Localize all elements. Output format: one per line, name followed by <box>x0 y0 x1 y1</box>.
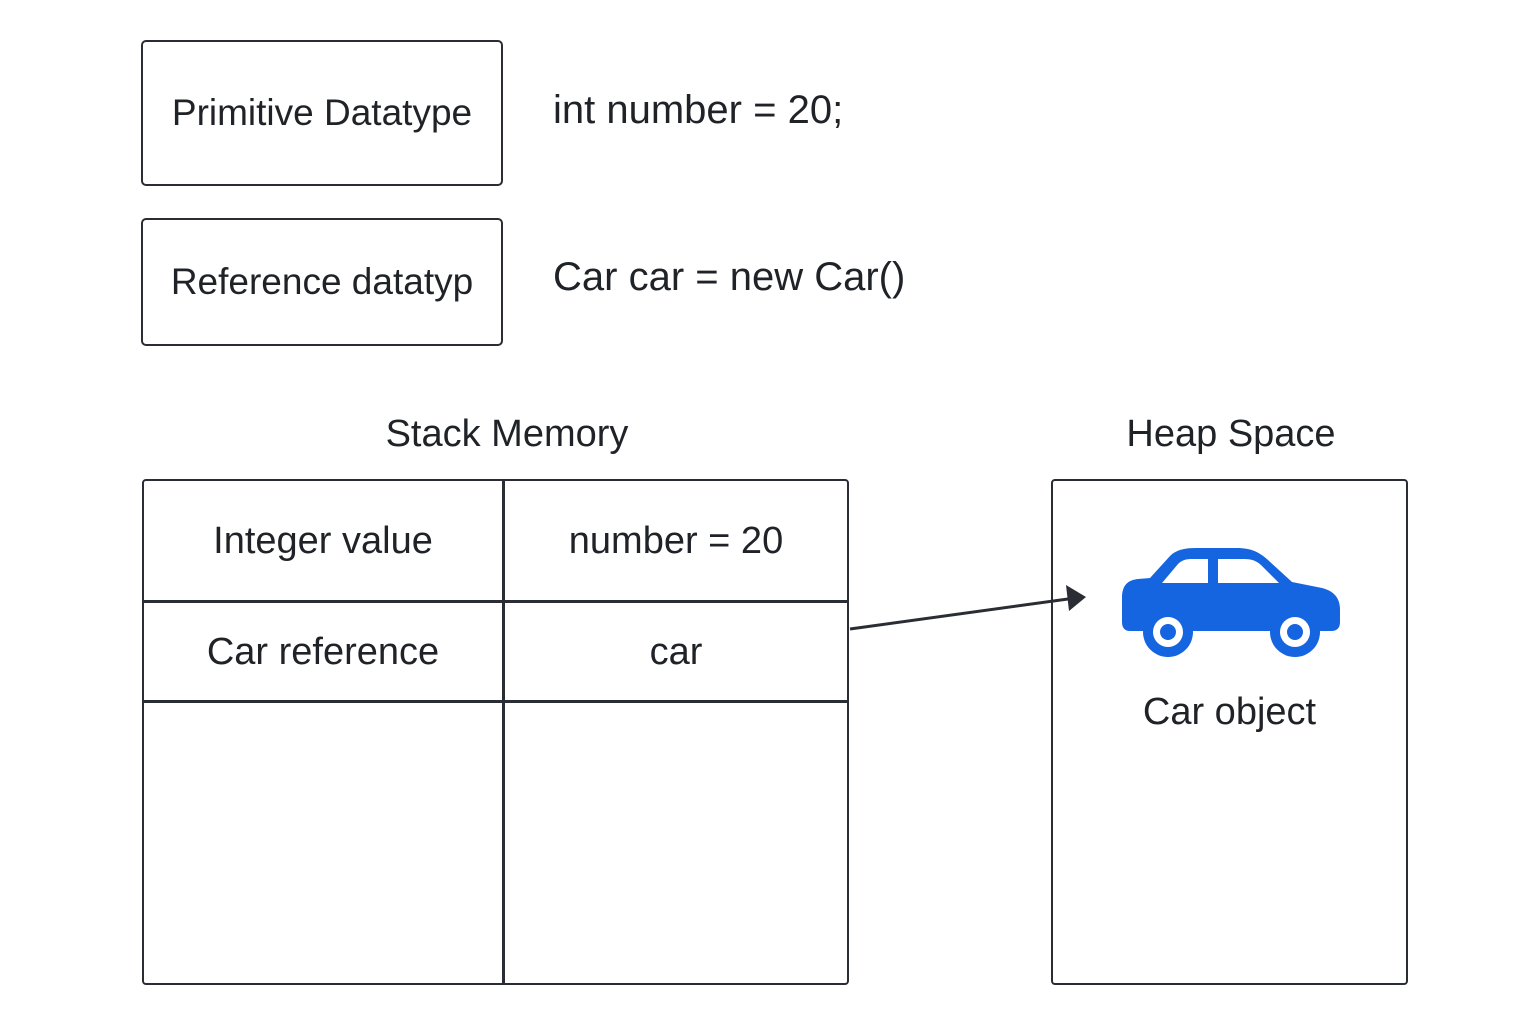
stack-row-divider <box>144 600 847 603</box>
stack-cell-value: car <box>505 603 847 701</box>
car-icon <box>1122 548 1340 657</box>
stack-row-divider <box>144 700 847 703</box>
number-value: number = 20 <box>568 519 784 562</box>
heap-space-box: Car object <box>1051 479 1408 985</box>
reference-datatype-box: Reference datatyp <box>141 218 503 346</box>
primitive-datatype-label: Primitive Datatype <box>171 92 473 133</box>
heap-space-heading: Heap Space <box>1126 413 1336 455</box>
primitive-datatype-box: Primitive Datatype <box>141 40 503 186</box>
stack-cell-label: Integer value <box>144 481 502 601</box>
stack-cell-label: Car reference <box>144 603 502 701</box>
integer-value-label: Integer value <box>213 519 433 562</box>
stack-column-divider <box>502 481 505 983</box>
primitive-code-line: int number = 20; <box>553 88 844 132</box>
reference-datatype-label: Reference datatyp <box>170 261 474 302</box>
stack-cell-value: number = 20 <box>505 481 847 601</box>
stack-memory-heading: Stack Memory <box>385 413 629 455</box>
car-object-label: Car object <box>1142 691 1317 733</box>
reference-code-line: Car car = new Car() <box>553 255 906 299</box>
car-reference-label: Car reference <box>206 630 440 673</box>
stack-memory-table: Integer value number = 20 Car reference … <box>142 479 849 985</box>
car-reference-value: car <box>649 630 703 673</box>
reference-arrow <box>849 585 1086 631</box>
